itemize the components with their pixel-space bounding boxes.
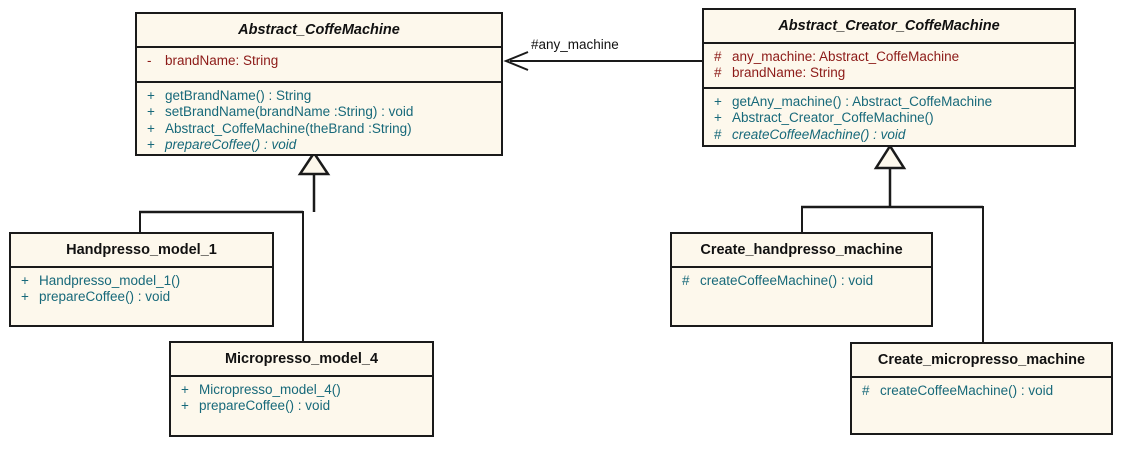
method-text: Abstract_Creator_CoffeMachine() xyxy=(732,110,934,125)
class-name-create-micropresso-machine: Create_micropresso_machine xyxy=(852,344,1111,378)
method-text: prepareCoffee() : void xyxy=(39,289,171,304)
class-name-abstract-coffemachine: Abstract_CoffeMachine xyxy=(137,14,501,48)
visibility-marker: + xyxy=(147,87,155,103)
class-name-handpresso-model-1: Handpresso_model_1 xyxy=(11,234,272,268)
visibility-marker: # xyxy=(682,272,690,288)
method-text: Handpresso_model_1() xyxy=(39,272,181,288)
method-row: # createCoffeeMachine() : void xyxy=(854,383,1109,400)
method-text: createCoffeeMachine() : void xyxy=(700,272,874,288)
visibility-marker: # xyxy=(714,65,722,80)
class-box-abstract-creator-coffemachine[interactable]: Abstract_Creator_CoffeMachine # any_mach… xyxy=(702,8,1076,147)
visibility-marker: + xyxy=(181,381,189,397)
attributes-compartment-abstract-creator-coffemachine: # any_machine: Abstract_CoffeMachine # b… xyxy=(704,44,1074,89)
method-row: + Abstract_CoffeMachine(theBrand :String… xyxy=(139,121,499,138)
method-row: + prepareCoffee() : void xyxy=(139,137,499,154)
visibility-marker: # xyxy=(714,48,722,64)
visibility-marker: + xyxy=(714,110,722,125)
method-row: + prepareCoffee() : void xyxy=(173,398,430,415)
attribute-row: # any_machine: Abstract_CoffeMachine xyxy=(706,49,1072,66)
method-row: + setBrandName(brandName :String) : void xyxy=(139,104,499,121)
class-box-create-micropresso-machine[interactable]: Create_micropresso_machine # createCoffe… xyxy=(850,342,1113,435)
method-row: + prepareCoffee() : void xyxy=(13,289,270,306)
attributes-compartment-abstract-coffemachine: - brandName: String xyxy=(137,48,501,83)
method-row: # createCoffeeMachine() : void xyxy=(674,273,929,290)
method-text: getBrandName() : String xyxy=(165,87,312,103)
visibility-marker: + xyxy=(21,272,29,288)
class-name-abstract-creator-coffemachine: Abstract_Creator_CoffeMachine xyxy=(704,10,1074,44)
class-name-micropresso-model-4: Micropresso_model_4 xyxy=(171,343,432,377)
methods-compartment-abstract-coffemachine: + getBrandName() : String + setBrandName… xyxy=(137,83,501,158)
attribute-text: brandName: String xyxy=(165,52,279,68)
visibility-marker: - xyxy=(147,52,152,68)
method-row: + Handpresso_model_1() xyxy=(13,273,270,290)
attribute-row: - brandName: String xyxy=(139,53,499,70)
class-box-create-handpresso-machine[interactable]: Create_handpresso_machine # createCoffee… xyxy=(670,232,933,327)
association-label-any-machine: #any_machine xyxy=(531,37,619,52)
method-row: # createCoffeeMachine() : void xyxy=(706,127,1072,144)
visibility-marker: + xyxy=(21,289,29,304)
class-box-micropresso-model-4[interactable]: Micropresso_model_4 + Micropresso_model_… xyxy=(169,341,434,437)
method-row: + Abstract_Creator_CoffeMachine() xyxy=(706,110,1072,127)
method-text: createCoffeeMachine() : void xyxy=(732,126,906,142)
visibility-marker: # xyxy=(862,382,870,398)
visibility-marker: + xyxy=(181,398,189,413)
methods-compartment-create-handpresso-machine: # createCoffeeMachine() : void xyxy=(672,268,931,294)
attribute-row: # brandName: String xyxy=(706,65,1072,82)
visibility-marker: # xyxy=(714,126,722,142)
visibility-marker: + xyxy=(714,93,722,109)
methods-compartment-micropresso-model-4: + Micropresso_model_4() + prepareCoffee(… xyxy=(171,377,432,419)
method-row: + getBrandName() : String xyxy=(139,88,499,105)
class-box-handpresso-model-1[interactable]: Handpresso_model_1 + Handpresso_model_1(… xyxy=(9,232,274,327)
edge-assoc-any-machine xyxy=(503,51,702,71)
class-name-create-handpresso-machine: Create_handpresso_machine xyxy=(672,234,931,268)
visibility-marker: + xyxy=(147,120,155,136)
generalization-triangle-right xyxy=(873,143,907,170)
method-text: setBrandName(brandName :String) : void xyxy=(165,104,414,119)
visibility-marker: + xyxy=(147,137,155,152)
method-text: createCoffeeMachine() : void xyxy=(880,382,1054,398)
method-row: + Micropresso_model_4() xyxy=(173,382,430,399)
attribute-text: brandName: String xyxy=(732,65,846,80)
class-box-abstract-coffemachine[interactable]: Abstract_CoffeMachine - brandName: Strin… xyxy=(135,12,503,156)
attribute-text: any_machine: Abstract_CoffeMachine xyxy=(732,48,960,64)
methods-compartment-abstract-creator-coffemachine: + getAny_machine() : Abstract_CoffeMachi… xyxy=(704,89,1074,148)
method-text: Abstract_CoffeMachine(theBrand :String) xyxy=(165,120,412,136)
methods-compartment-handpresso-model-1: + Handpresso_model_1() + prepareCoffee()… xyxy=(11,268,272,310)
visibility-marker: + xyxy=(147,104,155,119)
method-row: + getAny_machine() : Abstract_CoffeMachi… xyxy=(706,94,1072,111)
method-text: getAny_machine() : Abstract_CoffeMachine xyxy=(732,93,993,109)
method-text: Micropresso_model_4() xyxy=(199,381,341,397)
method-text: prepareCoffee() : void xyxy=(165,137,297,152)
method-text: prepareCoffee() : void xyxy=(199,398,331,413)
methods-compartment-create-micropresso-machine: # createCoffeeMachine() : void xyxy=(852,378,1111,404)
